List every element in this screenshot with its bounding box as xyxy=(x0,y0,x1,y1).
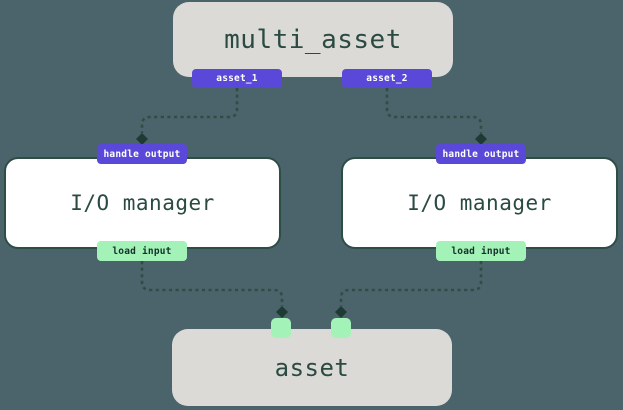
node-multi-asset-label: multi_asset xyxy=(224,24,402,55)
node-asset-label: asset xyxy=(274,353,350,382)
arrowhead-icon xyxy=(136,133,148,145)
arrowhead-icon xyxy=(475,133,487,145)
load-input-badge-left: load input xyxy=(97,241,187,261)
handle-output-badge-left: handle output xyxy=(97,144,187,164)
arrowhead-icon xyxy=(276,306,288,318)
asset-input-port-1 xyxy=(271,318,291,338)
node-io-manager-right: I/O manager xyxy=(341,157,618,249)
node-io-manager-left-label: I/O manager xyxy=(70,191,215,215)
node-multi-asset: multi_asset xyxy=(173,2,453,77)
output-port-badge-asset-2: asset_2 xyxy=(342,69,432,88)
node-io-manager-left: I/O manager xyxy=(4,157,281,249)
output-port-badge-asset-1: asset_1 xyxy=(192,69,282,88)
load-input-badge-right: load input xyxy=(436,241,526,261)
asset-input-port-2 xyxy=(331,318,351,338)
arrowhead-icon xyxy=(335,306,347,318)
node-asset: asset xyxy=(172,329,452,406)
wire-load-input-to-asset-port-1 xyxy=(140,261,284,306)
wire-asset2-to-handle-output xyxy=(385,88,483,133)
wire-asset1-to-handle-output xyxy=(140,88,239,133)
handle-output-badge-right: handle output xyxy=(436,144,526,164)
wire-load-input-to-asset-port-2 xyxy=(339,261,483,306)
node-io-manager-right-label: I/O manager xyxy=(407,191,552,215)
